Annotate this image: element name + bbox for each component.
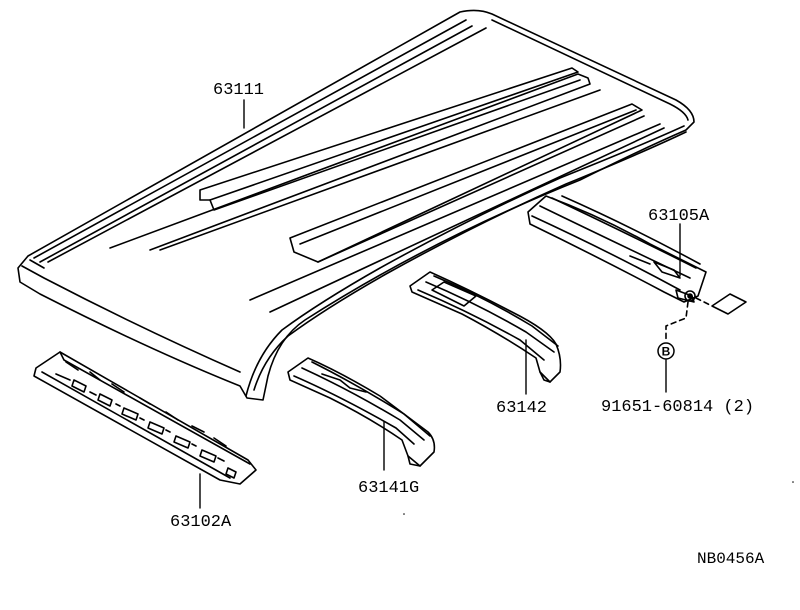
clip-marker-circle bbox=[657, 342, 675, 360]
leader-lines bbox=[199, 99, 681, 509]
label-rear-header: 63105A bbox=[648, 207, 710, 226]
diagram-reference: NB0456A bbox=[697, 550, 765, 568]
label-front-header: 63102A bbox=[170, 513, 232, 532]
front-header-panel bbox=[33, 351, 257, 485]
speck bbox=[792, 481, 794, 483]
label-roof-bow-front: 63141G bbox=[358, 479, 419, 498]
label-roof-bow-rear: 63142 bbox=[496, 399, 547, 418]
roof-bow-front bbox=[287, 357, 436, 467]
roof-bow-rear bbox=[409, 271, 562, 383]
roof-panel bbox=[17, 9, 695, 401]
label-clip: 91651-60814 (2) bbox=[601, 398, 754, 417]
speck bbox=[403, 513, 405, 515]
rear-header-panel bbox=[527, 195, 707, 303]
label-roof-panel: 63111 bbox=[213, 81, 264, 100]
clip-part bbox=[665, 293, 747, 341]
clip-marker-letter: B bbox=[662, 345, 671, 359]
